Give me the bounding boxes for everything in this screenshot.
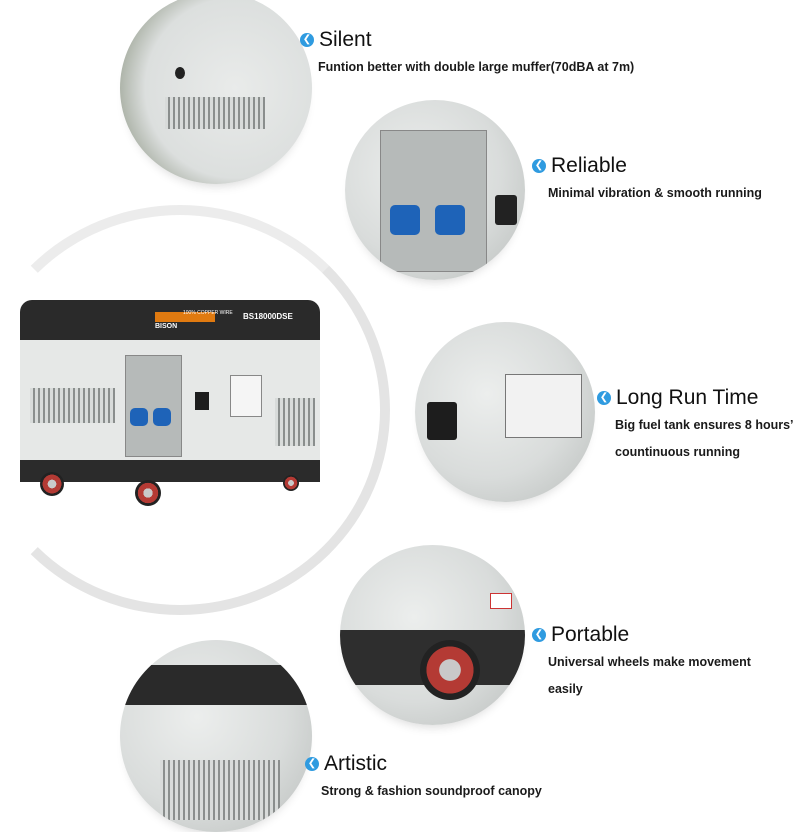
feature-title: Silent [319, 28, 372, 51]
chevron-left-circle-icon: ❮ [532, 159, 546, 173]
feature-description: Funtion better with double large muffer(… [318, 60, 635, 74]
silent-closeup-image [120, 0, 312, 184]
chevron-left-circle-icon: ❮ [597, 391, 611, 405]
copper-label: 100% COPPER WIRE [183, 310, 233, 316]
artistic-canopy-image [120, 640, 312, 832]
brand-label: BISON [155, 323, 178, 330]
model-label: BS18000DSE [243, 312, 293, 321]
feature-title: Artistic [324, 752, 387, 775]
feature-title: Portable [551, 623, 630, 646]
feature-silent: ❮ Silent Funtion better with double large… [300, 28, 634, 81]
feature-description: Strong & fashion soundproof canopy [321, 784, 542, 798]
feature-long-run-time: ❮ Long Run Time Big fuel tank ensures 8 h… [597, 386, 794, 466]
feature-artistic: ❮ Artistic Strong & fashion soundproof ca… [305, 752, 542, 805]
feature-title: Reliable [551, 154, 627, 177]
reliable-panel-image [345, 100, 525, 280]
feature-description: Minimal vibration & smooth running [548, 186, 762, 200]
chevron-left-circle-icon: ❮ [305, 757, 319, 771]
feature-description: Universal wheels make movement [548, 655, 751, 669]
feature-description: easily [548, 682, 583, 696]
feature-description: countinuous running [615, 445, 740, 459]
feature-portable: ❮ Portable Universal wheels make movement… [532, 623, 751, 703]
portable-wheel-image [340, 545, 525, 725]
generator-image: BISON 100% COPPER WIRE BS18000DSE [15, 300, 325, 506]
chevron-left-circle-icon: ❮ [532, 628, 546, 642]
decorative-arc [0, 205, 390, 615]
feature-description: Big fuel tank ensures 8 hours’ [615, 418, 794, 432]
long-run-door-image [415, 322, 595, 502]
feature-reliable: ❮ Reliable Minimal vibration & smooth run… [532, 154, 762, 207]
feature-title: Long Run Time [616, 386, 759, 409]
chevron-left-circle-icon: ❮ [300, 33, 314, 47]
